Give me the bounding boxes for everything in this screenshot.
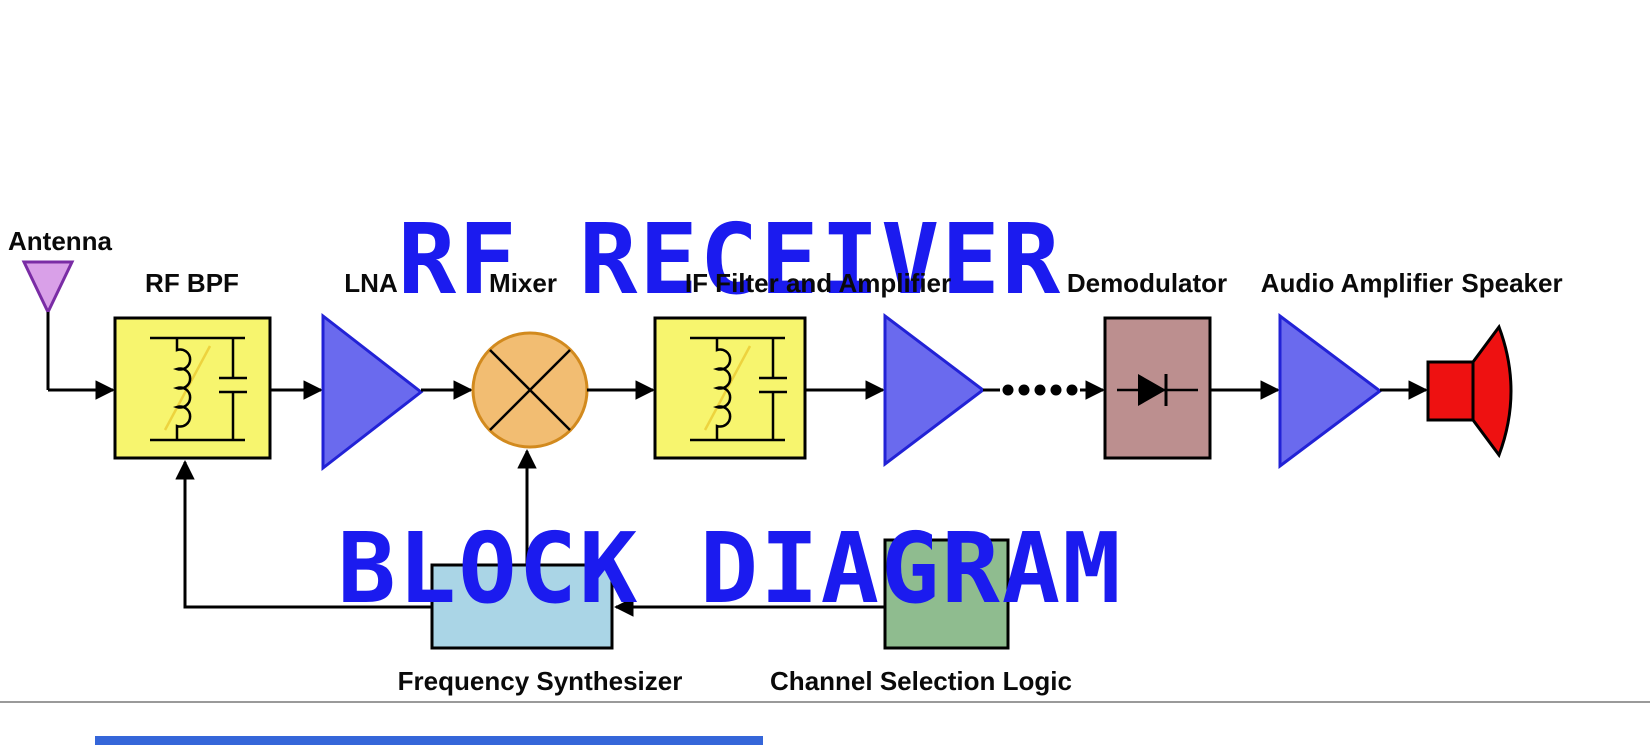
label-speaker: Speaker	[1461, 268, 1563, 298]
if-filter-block	[653, 316, 807, 460]
label-frequency-synthesizer: Frequency Synthesizer	[397, 666, 683, 696]
tuning-stroke	[703, 345, 752, 431]
if-filter-box	[653, 316, 807, 460]
label-antenna: Antenna	[8, 226, 112, 256]
mixer-cross	[489, 349, 571, 431]
title-line-1: RF RECEIVER	[397, 203, 1063, 316]
speaker-icon	[1426, 323, 1513, 459]
lc-rails	[150, 336, 245, 442]
antenna-icon	[21, 260, 75, 390]
label-lna: LNA	[344, 268, 398, 298]
diagram-title: RF RECEIVER BLOCK DIAGRAM	[0, 2, 1460, 745]
ellipsis-dots	[983, 384, 1078, 396]
audio-amplifier-icon	[1278, 313, 1383, 469]
label-rf-bpf: RF BPF	[145, 268, 239, 298]
lna-amplifier-icon	[321, 312, 424, 472]
rf-bpf-block	[113, 316, 272, 460]
tuning-stroke	[163, 345, 212, 431]
capacitor-icon	[219, 338, 247, 440]
if-amplifier-icon	[883, 312, 986, 468]
label-mixer: Mixer	[489, 268, 557, 298]
channel-selection-box	[883, 538, 1010, 650]
speaker-cone	[1471, 323, 1513, 459]
label-audio-amplifier: Audio Amplifier	[1260, 268, 1454, 298]
diode-icon	[1138, 374, 1166, 406]
inductor-icon	[712, 338, 732, 440]
capacitor-icon	[759, 338, 787, 440]
demodulator-block	[1103, 316, 1212, 460]
lc-rails	[690, 336, 785, 442]
label-channel-selection: Channel Selection Logic	[770, 666, 1072, 696]
bottom-scrollbar[interactable]	[95, 736, 763, 745]
inductor-icon	[172, 338, 192, 440]
synthesizer-to-bpf-feedback-arrow	[175, 460, 432, 609]
label-demodulator: Demodulator	[1066, 268, 1228, 298]
label-if-filter: IF Filter and Amplifier	[684, 268, 952, 298]
mixer-icon	[471, 331, 589, 449]
title-line-2: BLOCK DIAGRAM	[337, 512, 1123, 625]
rf-bpf-box	[113, 316, 272, 460]
